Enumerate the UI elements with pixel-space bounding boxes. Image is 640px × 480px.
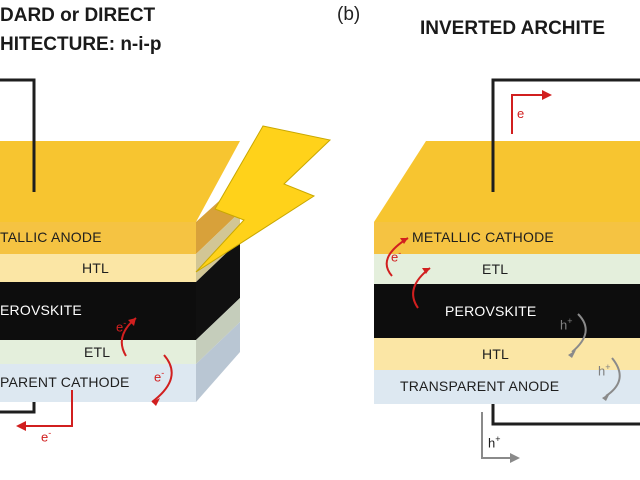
left-layer-htl bbox=[0, 254, 196, 282]
right-hole-label-2: h+ bbox=[598, 362, 611, 379]
right-layer-cathode bbox=[374, 222, 640, 254]
left-electron-arrowhead-3 bbox=[16, 421, 26, 431]
left-circuit-wire bbox=[0, 78, 36, 192]
right-hole-arrow-2 bbox=[605, 357, 621, 397]
left-label-cathode: PARENT CATHODE bbox=[0, 374, 130, 390]
left-layer-cathode bbox=[0, 364, 196, 402]
right-top-face bbox=[374, 141, 640, 222]
left-bottom-wire bbox=[0, 402, 36, 414]
left-title-line2: HITECTURE: n-i-p bbox=[0, 34, 162, 55]
left-layer-anode bbox=[0, 222, 196, 254]
left-side-perovskite bbox=[196, 240, 240, 340]
left-layer-etl bbox=[0, 340, 196, 364]
lightning-bolt-icon bbox=[195, 125, 332, 273]
left-layer-perovskite bbox=[0, 282, 196, 340]
left-electron-label-1: e- bbox=[116, 318, 127, 335]
right-stack bbox=[374, 141, 640, 404]
left-electron-arrowhead-1 bbox=[128, 318, 136, 326]
left-electron-arrowhead-2 bbox=[152, 398, 160, 406]
right-circuit-wire bbox=[491, 78, 640, 192]
left-side-etl bbox=[196, 298, 240, 364]
right-bottom-wire bbox=[491, 404, 640, 426]
left-electron-arrow-3 bbox=[20, 390, 73, 427]
right-hole-label-3: h+ bbox=[488, 434, 501, 451]
right-label-perovskite: PEROVSKITE bbox=[445, 303, 537, 319]
left-electron-arrow-2 bbox=[151, 354, 173, 403]
left-label-etl: ETL bbox=[84, 344, 111, 360]
right-layer-perovskite bbox=[374, 284, 640, 338]
left-label-anode: TALLIC ANODE bbox=[0, 229, 102, 245]
right-layer-htl bbox=[374, 338, 640, 370]
right-label-cathode: METALLIC CATHODE bbox=[412, 229, 554, 245]
left-top-face bbox=[0, 141, 240, 222]
right-title: INVERTED ARCHITE bbox=[420, 18, 606, 39]
right-hole-label-1: h+ bbox=[560, 316, 573, 333]
right-hole-arrow-1 bbox=[571, 313, 587, 353]
panel-label-b: (b) bbox=[337, 4, 361, 25]
left-title-line1: DARD or DIRECT bbox=[0, 5, 156, 26]
right-hole-arrow-3 bbox=[481, 412, 514, 459]
right-label-htl: HTL bbox=[482, 346, 510, 362]
left-electron-label-2: e- bbox=[154, 368, 165, 385]
right-hole-arrowhead-2 bbox=[602, 393, 610, 401]
right-hole-arrowhead-3 bbox=[510, 453, 520, 463]
right-electron-label-1: e- bbox=[391, 248, 402, 265]
right-electron-arrowhead-top bbox=[542, 90, 552, 100]
right-layer-anode bbox=[374, 370, 640, 404]
right-hole-arrowhead-1 bbox=[568, 350, 576, 358]
right-label-anode: TRANSPARENT ANODE bbox=[400, 378, 560, 394]
right-electron-arrow-top bbox=[511, 94, 546, 134]
right-electron-label-top: e bbox=[517, 106, 525, 121]
left-electron-label-3: e- bbox=[41, 428, 52, 445]
left-stack bbox=[0, 141, 240, 402]
left-label-htl: HTL bbox=[82, 260, 110, 276]
left-side-cathode bbox=[196, 322, 240, 402]
left-label-perovskite: EROVSKITE bbox=[0, 302, 82, 318]
right-electron-arrowhead-2 bbox=[422, 268, 430, 274]
right-electron-arrowhead-1 bbox=[400, 238, 408, 244]
right-label-etl: ETL bbox=[482, 261, 509, 277]
